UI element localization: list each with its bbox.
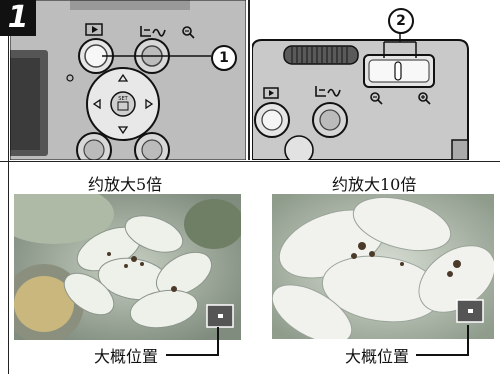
leader-line-right-h bbox=[416, 354, 469, 356]
camera-back-illustration: SET bbox=[10, 0, 246, 160]
callout-shutter: 1 bbox=[211, 45, 237, 71]
playback-button bbox=[254, 87, 290, 138]
print-share-icon bbox=[140, 26, 166, 37]
photo-10x bbox=[272, 194, 494, 339]
flower-photo-5x bbox=[14, 194, 241, 340]
func-set-icon bbox=[117, 101, 129, 111]
zoom-out-icon bbox=[370, 92, 383, 105]
playback-button bbox=[78, 23, 114, 74]
camera-top-illustration bbox=[252, 0, 500, 160]
playback-icon bbox=[92, 26, 98, 33]
zoom-in-icon bbox=[418, 92, 431, 105]
approx-position-label-left: 大概位置 bbox=[92, 343, 161, 367]
zoom-out-icon bbox=[182, 26, 195, 39]
section-divider bbox=[0, 161, 500, 162]
callout-zoom-lever: 2 bbox=[388, 8, 414, 34]
playback-icon bbox=[269, 90, 274, 96]
zoom-lever bbox=[363, 54, 435, 88]
leader-line-left-v bbox=[217, 327, 219, 356]
camera-top-panel: 2 bbox=[252, 0, 500, 160]
camera-back-panel: SET 1 bbox=[10, 0, 246, 160]
approx-position-label-right: 大概位置 bbox=[343, 343, 412, 367]
panel-divider bbox=[248, 0, 250, 160]
photo-5x bbox=[14, 194, 241, 340]
print-share-icon bbox=[315, 86, 341, 97]
flower-photo-10x bbox=[272, 194, 494, 339]
caption-10x: 约放大10倍 bbox=[332, 175, 417, 194]
mode-dial bbox=[283, 45, 359, 65]
leader-line-right-v bbox=[467, 325, 469, 356]
controller-dial: SET bbox=[86, 67, 160, 141]
step-number-badge: 1 bbox=[0, 0, 36, 36]
print-share-button bbox=[312, 86, 348, 138]
leader-line-left-h bbox=[166, 354, 219, 356]
caption-5x: 约放大5倍 bbox=[88, 175, 163, 194]
left-rule bbox=[8, 0, 9, 374]
svg-text:SET: SET bbox=[118, 96, 128, 102]
